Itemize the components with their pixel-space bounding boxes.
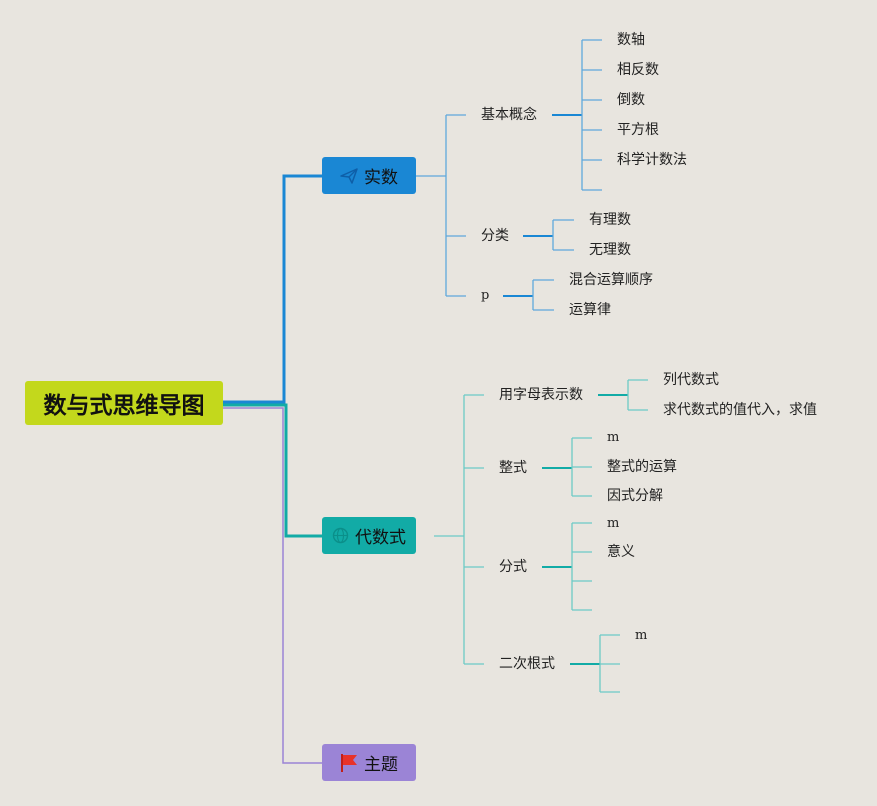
subtopic-p[interactable]: p: [481, 288, 490, 303]
leaf-fraction-m[interactable]: m: [607, 516, 620, 531]
subtopic-basic-concepts[interactable]: 基本概念: [481, 107, 537, 123]
leaf-write-expression[interactable]: 列代数式: [663, 372, 719, 388]
topic-real-numbers-label: 实数: [364, 168, 398, 188]
leaf-scientific-notation[interactable]: 科学计数法: [617, 152, 687, 168]
leaf-operation-laws[interactable]: 运算律: [569, 302, 611, 318]
leaf-evaluate-expression[interactable]: 求代数式的值代入，求值: [663, 402, 817, 418]
root-topic-label: 数与式思维导图: [43, 393, 205, 419]
leaf-factorization[interactable]: 因式分解: [607, 488, 663, 504]
red-flag-icon: [340, 753, 358, 773]
topic-algebraic-expressions[interactable]: 代数式: [322, 517, 416, 554]
leaf-polynomial-m[interactable]: m: [607, 430, 620, 445]
leaf-irrational-numbers[interactable]: 无理数: [589, 242, 631, 258]
globe-icon: [332, 527, 349, 544]
leaf-number-line[interactable]: 数轴: [617, 32, 645, 48]
leaf-polynomial-operations[interactable]: 整式的运算: [607, 459, 677, 475]
leaf-reciprocal[interactable]: 倒数: [617, 92, 645, 108]
leaf-opposite-number[interactable]: 相反数: [617, 62, 659, 78]
topic-real-numbers[interactable]: 实数: [322, 157, 416, 194]
subtopic-classification[interactable]: 分类: [481, 228, 509, 244]
root-topic[interactable]: 数与式思维导图: [25, 381, 223, 425]
leaf-radical-m[interactable]: m: [635, 628, 648, 643]
leaf-rational-numbers[interactable]: 有理数: [589, 212, 631, 228]
paper-plane-icon: [340, 167, 358, 184]
topic-theme-label: 主题: [364, 755, 398, 775]
subtopic-polynomials[interactable]: 整式: [499, 460, 527, 476]
topic-theme[interactable]: 主题: [322, 744, 416, 781]
subtopic-quadratic-radicals[interactable]: 二次根式: [499, 656, 555, 672]
leaf-operation-order[interactable]: 混合运算顺序: [569, 272, 653, 288]
topic-algebraic-expressions-label: 代数式: [355, 528, 406, 548]
subtopic-fractions[interactable]: 分式: [499, 559, 527, 575]
leaf-square-root[interactable]: 平方根: [617, 122, 659, 138]
subtopic-letters-for-numbers[interactable]: 用字母表示数: [499, 387, 583, 403]
leaf-fraction-meaning[interactable]: 意义: [607, 544, 635, 560]
